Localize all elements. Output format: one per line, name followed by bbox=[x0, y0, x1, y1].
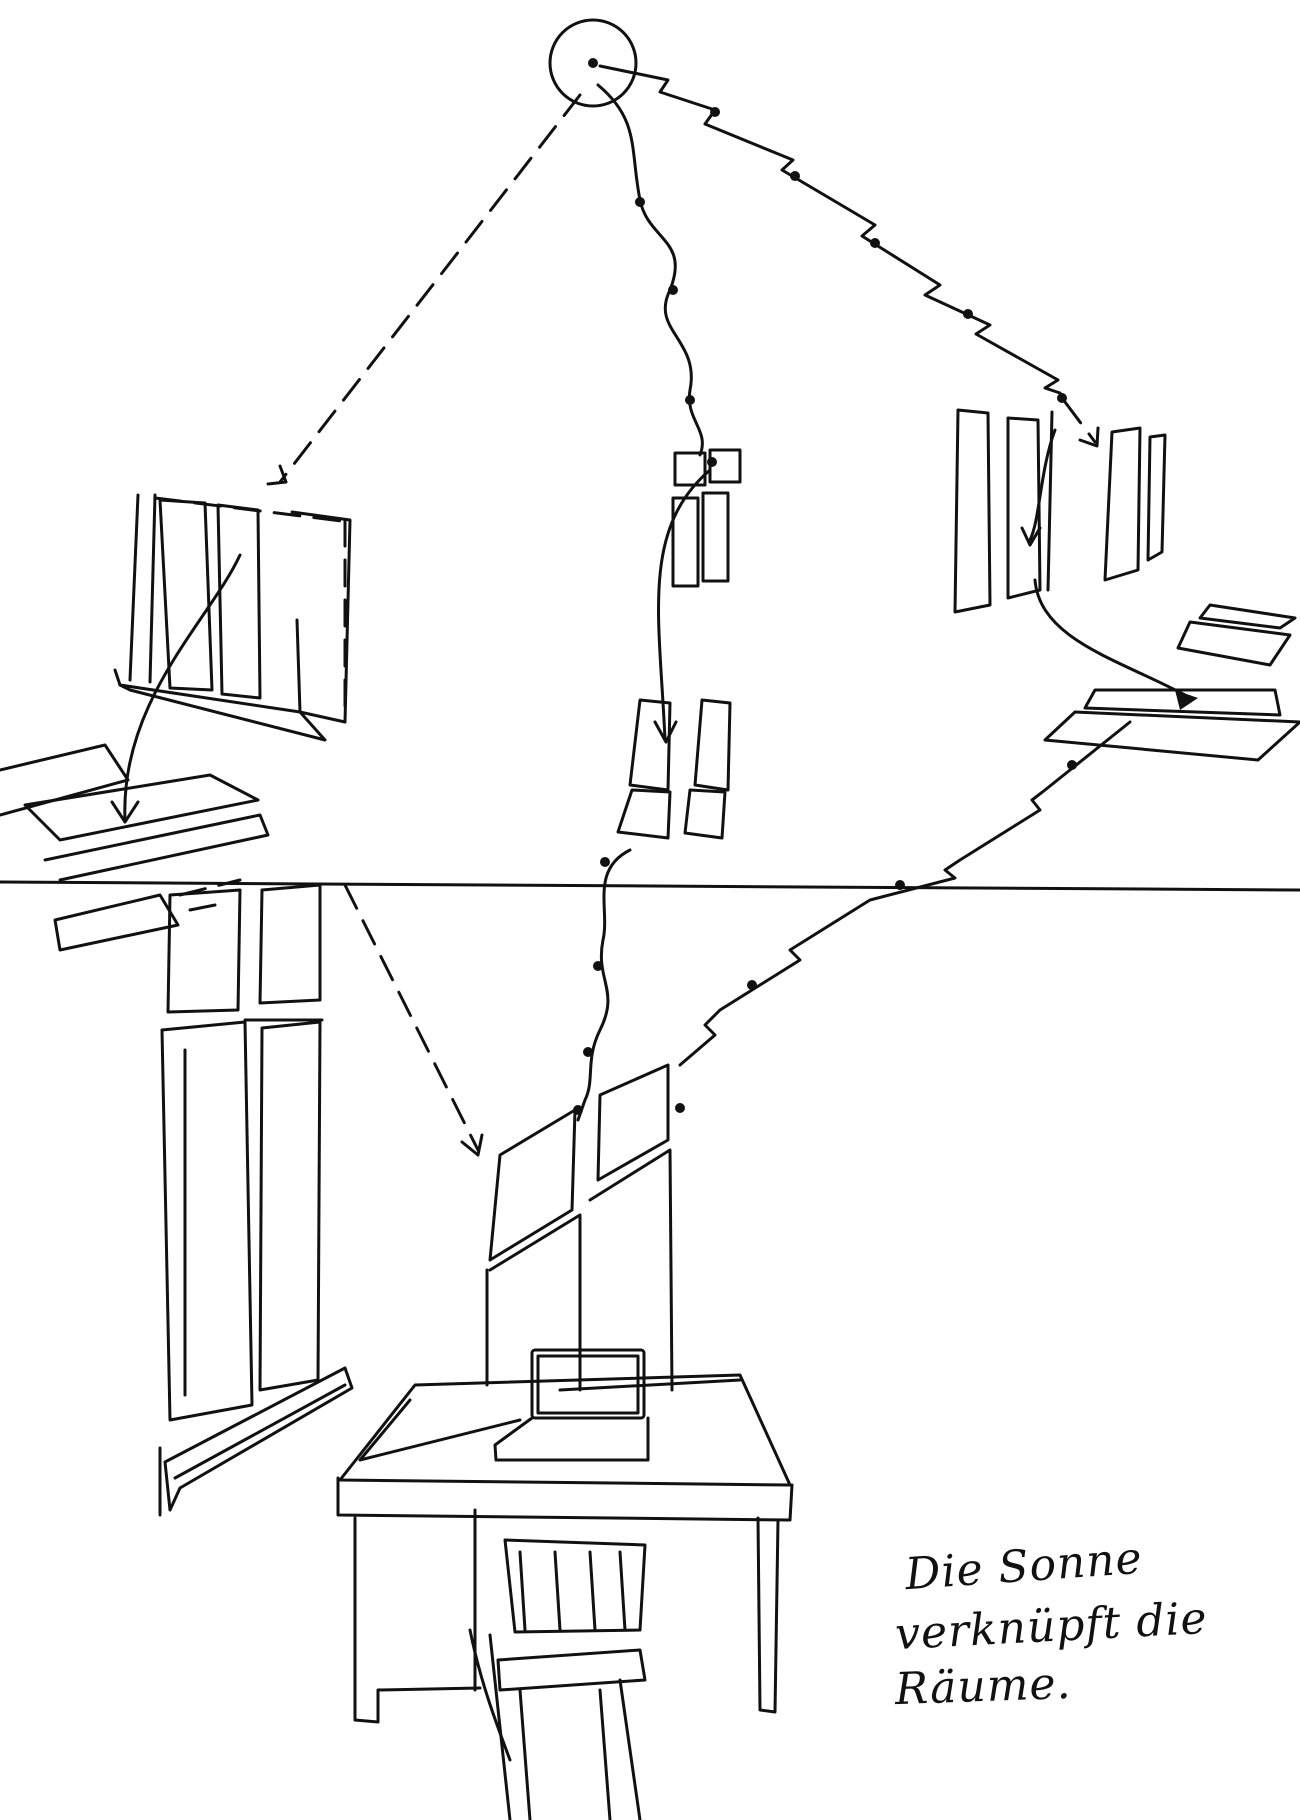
sun bbox=[548, 18, 638, 108]
horizon-line bbox=[0, 879, 1300, 892]
table bbox=[336, 1373, 794, 1724]
light-patch-middle bbox=[616, 698, 732, 840]
light-patch-upper-right bbox=[1043, 603, 1300, 762]
window-upper-right bbox=[953, 408, 1198, 710]
window-upper-left bbox=[113, 493, 352, 742]
sun-ray-wavy-middle bbox=[596, 83, 717, 467]
sun-ray-zigzag-lower bbox=[675, 720, 1132, 1113]
laptop bbox=[493, 1348, 650, 1462]
window-middle-upper bbox=[653, 448, 742, 744]
sun-ray-wavy-lower bbox=[573, 848, 632, 1122]
light-patch-upper-left bbox=[0, 553, 270, 952]
window-back-wall bbox=[485, 1063, 674, 1392]
chair-shadow bbox=[468, 1628, 512, 1762]
chair bbox=[488, 1538, 647, 1820]
sun-ray-dashed-left bbox=[266, 93, 582, 486]
sun-ray-dashed-lower bbox=[343, 883, 484, 1157]
caption-line-3: Räume. bbox=[894, 1657, 1073, 1716]
window-lower-left bbox=[158, 883, 354, 1517]
sun-ray-zigzag-right bbox=[598, 64, 1100, 448]
